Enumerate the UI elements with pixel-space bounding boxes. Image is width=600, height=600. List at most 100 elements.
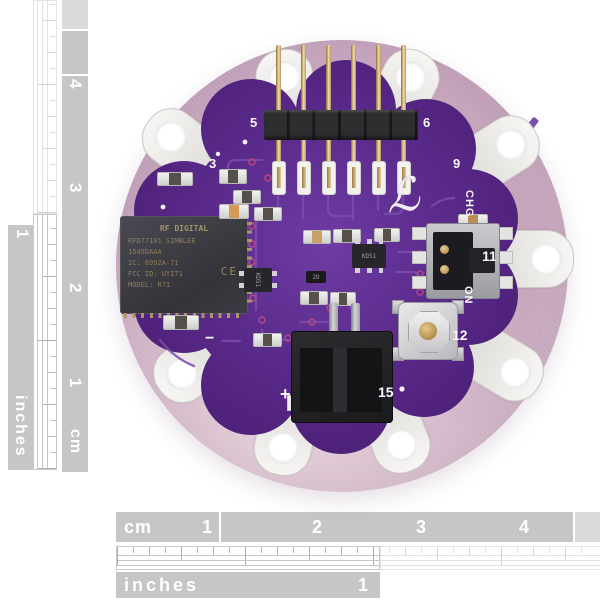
- ruler-v-cm-block-3: 3: [62, 180, 88, 281]
- ruler-b-inch-unit: inches: [124, 574, 200, 595]
- ruler-v-inch-block: 1 inches: [8, 225, 33, 470]
- header-pin-lower: [401, 139, 406, 163]
- ruler-v-inch-unit: inches: [12, 395, 29, 458]
- chip-model-line: MODEL: R71: [128, 281, 171, 289]
- switch-slot: [433, 232, 473, 290]
- chip-ic-line: IC: 6992A-71: [128, 259, 179, 267]
- ruler-v-cm-block-2: 2: [62, 280, 88, 376]
- ruler-bottom-ticks-inch: [116, 546, 380, 570]
- chip-brand-text: RF DIGITAL: [159, 224, 209, 233]
- switch-actuator: [469, 248, 495, 273]
- ic-legs: [239, 271, 244, 289]
- lilypad-logo: ℒ: [383, 166, 422, 224]
- ruler-v-cm-unit-block: cm: [62, 425, 88, 472]
- ruler-b-cm-block-2: 2: [221, 512, 330, 542]
- header-solder-pad: [322, 161, 336, 195]
- ce-mark: CE: [220, 265, 238, 278]
- silk-label-6: 6: [423, 115, 431, 130]
- smd-component: [253, 333, 282, 347]
- jst-battery-connector: [291, 331, 393, 423]
- ruler-b-inch-block: inches 1: [116, 572, 380, 598]
- jst-pin: [329, 303, 338, 347]
- smd-component: [374, 228, 400, 242]
- silk-label-3: 3: [209, 156, 217, 171]
- ruler-v-cm-unit: cm: [67, 429, 84, 455]
- simblee-module-chip: RF DIGITAL RFD77101 SIMBLEE 1545DAAA IC:…: [120, 216, 248, 314]
- ruler-v-cm-block-top: [62, 0, 88, 29]
- silk-label-9: 9: [453, 156, 461, 171]
- smd-component: [330, 292, 356, 306]
- smd-component: [219, 204, 249, 219]
- smd-diode: 2D: [306, 271, 326, 283]
- ruler-v-cm-block-1: 1: [62, 375, 88, 426]
- ruler-b-cm-label-3: 3: [415, 516, 426, 537]
- ic-legs: [355, 239, 383, 244]
- sot23-ic-left: KD51: [239, 268, 277, 292]
- ruler-b-cm-label-4: 4: [518, 516, 529, 537]
- ruler-v-cm-label-4: 4: [66, 79, 85, 89]
- silk-label-plus: +: [280, 384, 291, 404]
- ruler-v-cm-block-4: 4: [62, 76, 88, 181]
- header-pin: [376, 45, 381, 112]
- silk-label-5: 5: [250, 115, 258, 130]
- header-pin: [301, 45, 306, 112]
- chip-fcc-line: FCC ID: UYI71: [128, 270, 183, 278]
- header-solder-pad: [372, 161, 386, 195]
- silk-label-minus: −: [205, 330, 215, 347]
- header-pin-lower: [301, 139, 306, 163]
- header-pin: [401, 45, 406, 112]
- header-pin: [326, 45, 331, 112]
- jst-pin: [351, 303, 360, 347]
- smd-component: [219, 169, 247, 184]
- silk-label-chg: CHG: [463, 190, 475, 218]
- ruler-v-cm-label-1: 1: [66, 378, 85, 388]
- ic-marking: KD51: [361, 252, 377, 260]
- smd-component: [254, 207, 282, 221]
- silk-label-11: 11: [482, 248, 497, 264]
- ruler-b-cm-block-3: 3: [324, 512, 434, 542]
- power-slide-switch: [426, 223, 500, 299]
- switch-contact-gold: [440, 265, 449, 274]
- header-pin-lower: [351, 139, 356, 163]
- ruler-v-inch-label-1: 1: [13, 229, 32, 239]
- ruler-b-cm-block-4: 4: [428, 512, 537, 542]
- ruler-vertical-ticks-upper: [33, 0, 57, 214]
- header-pin-lower: [376, 139, 381, 163]
- button-plunger: [419, 322, 437, 340]
- smd-component: [300, 291, 328, 305]
- silk-label-15: 15: [378, 384, 394, 400]
- ruler-vertical-ticks-lower: [33, 214, 57, 470]
- header-solder-pad: [347, 161, 361, 195]
- ruler-b-cm-block-1: cm 1: [116, 512, 219, 542]
- smd-component: [303, 230, 331, 244]
- silk-label-12: 12: [452, 327, 468, 343]
- jst-divider: [333, 348, 347, 412]
- smd-component: [163, 315, 199, 330]
- ic-legs: [272, 271, 277, 289]
- ruler-v-cm-label-2: 2: [66, 283, 85, 293]
- smd-component: [333, 229, 361, 243]
- ruler-bottom-ticks-ext: [380, 546, 600, 570]
- chip-part-line: RFD77101 SIMBLEE: [128, 237, 196, 245]
- ruler-b-cm-block-end: [575, 512, 600, 542]
- reset-button: [398, 302, 458, 360]
- ruler-v-cm-block-5: [62, 31, 88, 74]
- ruler-b-cm-block-5: [531, 512, 573, 542]
- male-header-6pin: [264, 110, 418, 140]
- header-solder-pad: [397, 161, 411, 195]
- smd-component: [157, 172, 193, 186]
- silk-label-on: ON: [462, 286, 474, 305]
- ruler-b-cm-label-2: 2: [311, 516, 322, 537]
- ic-legs: [355, 268, 383, 273]
- sot23-ic-right: KD51: [352, 239, 386, 273]
- ruler-b-cm-unit: cm: [124, 516, 153, 537]
- ruler-b-cm-label-1: 1: [201, 516, 212, 537]
- ruler-v-cm-label-3: 3: [66, 183, 85, 193]
- header-pin: [276, 45, 281, 112]
- diode-marking: 2D: [312, 273, 320, 281]
- smd-component: [233, 190, 261, 204]
- switch-contact-gold: [440, 245, 449, 254]
- header-solder-pad: [272, 161, 286, 195]
- chip-lot-line: 1545DAAA: [128, 248, 162, 256]
- header-pin-lower: [276, 139, 281, 163]
